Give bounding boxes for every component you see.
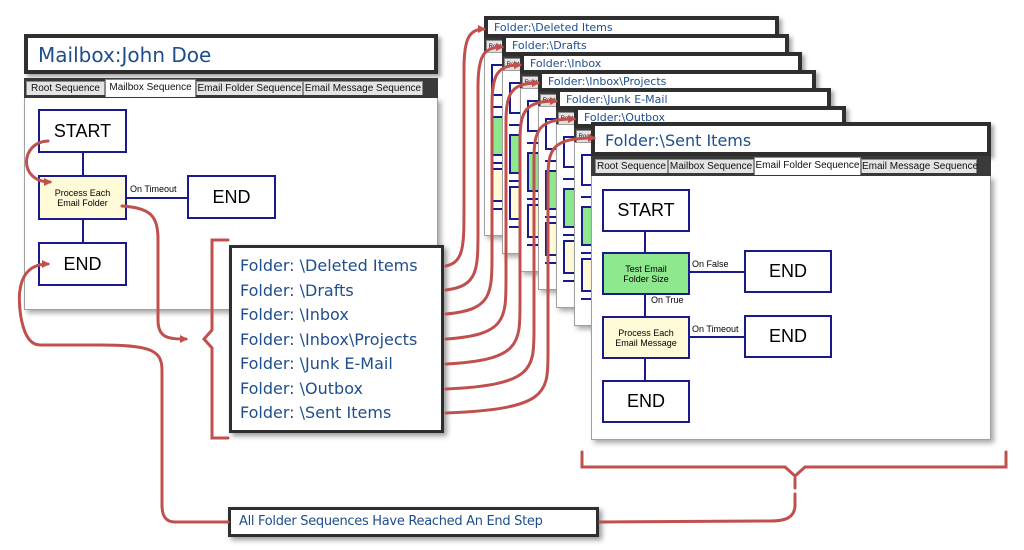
folder-list-item: Folder: \Inbox\Projects [240,329,418,349]
label-on-timeout: On Timeout [692,324,739,334]
folder-list: Folder: \Deleted Items Folder: \Drafts F… [229,245,444,433]
folder-list-item: Folder: \Inbox [240,305,349,324]
node-test-email-folder-size[interactable]: Test Email Folder Size [602,252,690,295]
node-start[interactable]: START [38,109,127,153]
node-start[interactable]: START [602,189,690,232]
tab-email-message-sequence[interactable]: Email Message Sequence [861,159,979,173]
tab-mailbox-sequence[interactable]: Mailbox Sequence [668,159,754,173]
folder-list-item: Folder: \Deleted Items [240,256,418,275]
tab-root-sequence[interactable]: Root Sequence [26,81,105,95]
label-on-true: On True [651,295,684,305]
folder-list-item: Folder: \Outbox [240,378,363,398]
node-end[interactable]: END [602,380,690,423]
edge-process-timeout [688,336,744,338]
edge-test-process [644,294,646,316]
tab-email-message-sequence[interactable]: Email Message Sequence [303,81,423,95]
node-process-each-email-folder[interactable]: Process Each Email Folder [38,175,127,220]
node-end-false[interactable]: END [744,250,832,293]
edge-start-process [82,152,84,176]
sent-items-title: Folder:\Sent Items [591,122,991,156]
folder-list-item: Folder: \Sent Items [240,403,392,422]
arrow-brace-to-summary [598,476,797,524]
node-process-each-email-message[interactable]: Process Each Email Message [602,316,690,359]
node-end-timeout[interactable]: END [744,315,832,358]
edge-start-test [644,230,646,254]
arrow-list-to-folder-window [444,25,486,268]
tab-mailbox-sequence[interactable]: Mailbox Sequence [105,79,196,97]
mailbox-title: Mailbox:John Doe [24,34,438,74]
node-end[interactable]: END [38,242,127,286]
edge-process-end [644,358,646,380]
folder-list-item: Folder: \Drafts [240,280,354,300]
tab-email-folder-sequence[interactable]: Email Folder Sequence [754,157,861,175]
tab-email-folder-sequence[interactable]: Email Folder Sequence [196,81,303,95]
edge-test-false [688,271,744,273]
node-end-timeout[interactable]: END [187,175,276,219]
bottom-brace [580,450,1008,479]
edge-process-end [82,219,84,243]
label-on-timeout: On Timeout [130,184,177,194]
tab-root-sequence[interactable]: Root Sequence [595,159,668,173]
folder-list-item: Folder: \Junk E-Mail [240,354,393,373]
sent-items-window: Folder:\Sent Items Root Sequence Mailbox… [591,122,991,440]
edge-process-timeout [125,197,188,199]
summary-label: All Folder Sequences Have Reached An End… [228,507,599,537]
label-on-false: On False [692,259,729,269]
